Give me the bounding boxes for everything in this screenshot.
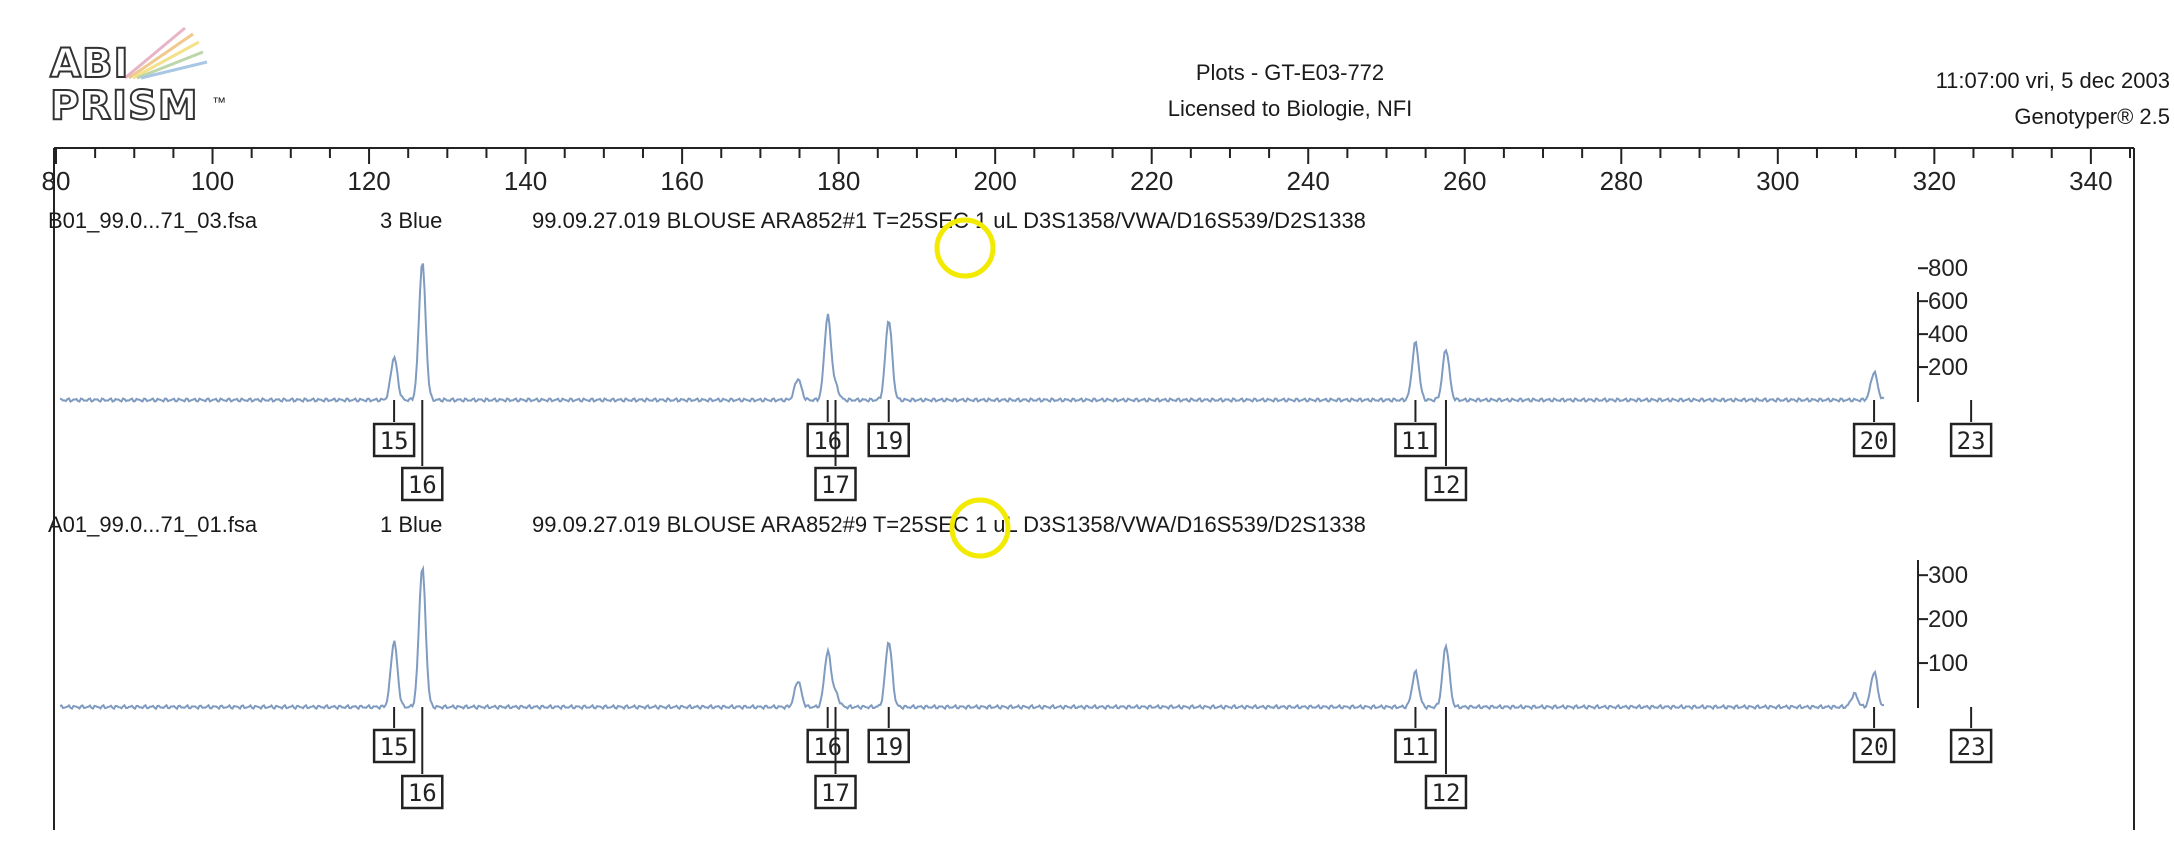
panel-2-sample: A01_99.0...71_01.fsa xyxy=(48,512,258,537)
allele-label: 16 xyxy=(813,427,842,455)
allele-box xyxy=(1852,422,1896,458)
panel-1-description: 99.09.27.019 BLOUSE ARA852#1 T=25SEC 1 u… xyxy=(532,208,1366,233)
x-tick-label: 320 xyxy=(1913,166,1956,196)
x-axis: 80 100 120 140 160 180 200 220 240 260 280 300 320 34… xyxy=(42,148,2131,196)
x-tick-label: 340 xyxy=(2069,166,2112,196)
allele-box xyxy=(1394,422,1437,458)
allele-label: 15 xyxy=(380,427,409,455)
trace-line xyxy=(59,263,1885,403)
x-tick-label: 180 xyxy=(817,166,860,196)
x-tick-label: 120 xyxy=(347,166,390,196)
x-tick-label: 80 xyxy=(42,166,71,196)
x-tick-label: 140 xyxy=(504,166,547,196)
y-tick-label: 300 xyxy=(1928,562,1968,589)
y-tick-label: 400 xyxy=(1928,321,1968,348)
x-tick-label: 100 xyxy=(191,166,234,196)
allele-box xyxy=(806,728,849,764)
software-version: Genotyper® 2.5 xyxy=(2014,104,2170,129)
allele-box xyxy=(401,466,444,502)
allele-label: 19 xyxy=(874,733,903,761)
allele-box xyxy=(1949,728,1993,764)
timestamp: 11:07:00 vri, 5 dec 2003 xyxy=(1935,68,2170,93)
x-tick-label: 160 xyxy=(660,166,703,196)
panel-1-sample: B01_99.0...71_03.fsa xyxy=(48,208,258,233)
allele-box xyxy=(806,422,849,458)
allele-label: 16 xyxy=(813,733,842,761)
highlight-circle xyxy=(949,497,1011,559)
panel-1: 200 400 600 800 15 16 19 11 20 23 16 17 12 xyxy=(59,217,1993,502)
allele-box xyxy=(814,774,857,810)
allele-label: 12 xyxy=(1432,471,1461,499)
allele-label: 11 xyxy=(1401,427,1430,455)
allele-label: 17 xyxy=(821,779,850,807)
allele-box xyxy=(1394,728,1437,764)
logo-trademark: ™ xyxy=(212,94,226,110)
allele-label: 23 xyxy=(1957,733,1986,761)
allele-label: 12 xyxy=(1432,779,1461,807)
y-tick-label: 200 xyxy=(1928,354,1968,381)
logo-line-1: ABI xyxy=(49,41,130,87)
y-tick-label: 100 xyxy=(1928,650,1968,677)
allele-label: 23 xyxy=(1957,427,1986,455)
x-tick-label: 240 xyxy=(1287,166,1330,196)
panel-2-dye: 1 Blue xyxy=(380,512,443,537)
x-tick-label: 260 xyxy=(1443,166,1486,196)
highlight-circle xyxy=(934,217,996,279)
allele-box xyxy=(372,422,416,458)
y-tick-label: 800 xyxy=(1928,255,1968,282)
allele-label: 20 xyxy=(1860,427,1889,455)
plot-title: Plots - GT-E03-772 xyxy=(1195,60,1385,85)
allele-label: 16 xyxy=(408,779,437,807)
logo-line-2: PRISM xyxy=(49,83,199,129)
allele-box xyxy=(1424,774,1468,810)
x-tick-label: 280 xyxy=(1600,166,1643,196)
allele-label: 11 xyxy=(1401,733,1430,761)
allele-label: 19 xyxy=(874,427,903,455)
allele-box xyxy=(867,728,910,764)
x-tick-label: 200 xyxy=(973,166,1016,196)
allele-label: 16 xyxy=(408,471,437,499)
panel-2: 100 200 300 15 16 19 11 20 23 16 17 12 xyxy=(59,497,1993,810)
allele-label: 17 xyxy=(821,471,850,499)
abi-prism-logo: ABI PRISM ™ xyxy=(49,26,240,136)
x-tick-label: 220 xyxy=(1130,166,1173,196)
allele-box xyxy=(867,422,910,458)
panel-1-dye: 3 Blue xyxy=(380,208,443,233)
allele-box xyxy=(814,466,857,502)
trace-line xyxy=(59,564,1885,711)
y-tick-label: 600 xyxy=(1928,288,1968,315)
allele-box xyxy=(401,774,444,810)
x-tick-label: 300 xyxy=(1756,166,1799,196)
allele-box xyxy=(1949,422,1993,458)
logo-fan-icon xyxy=(124,26,208,80)
allele-label: 15 xyxy=(380,733,409,761)
y-tick-label: 200 xyxy=(1928,606,1968,633)
allele-box xyxy=(1424,466,1468,502)
allele-box xyxy=(1852,728,1896,764)
allele-box xyxy=(372,728,416,764)
license-text: Licensed to Biologie, NFI xyxy=(1167,96,1413,121)
allele-label: 20 xyxy=(1860,733,1889,761)
